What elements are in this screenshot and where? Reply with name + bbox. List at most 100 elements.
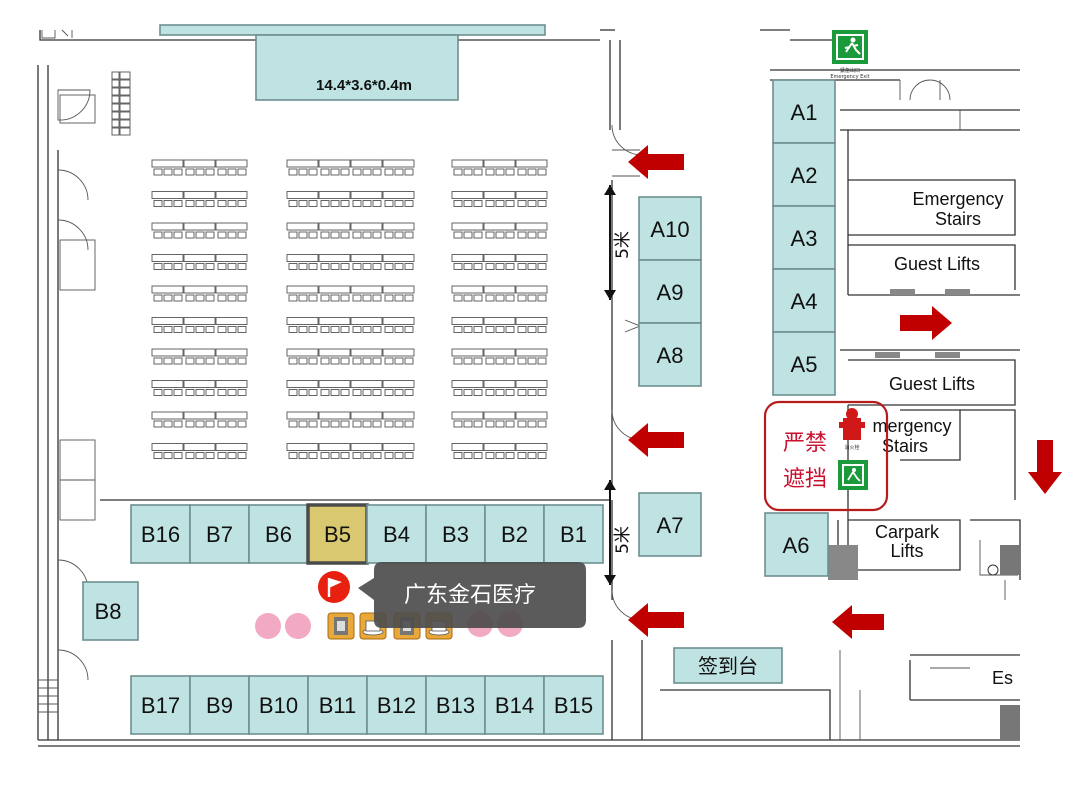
seating-table [350, 191, 383, 199]
booth-a6[interactable]: A6 [764, 512, 829, 577]
booth-b17[interactable]: B17 [130, 675, 191, 735]
booth-b2[interactable]: B2 [484, 504, 545, 564]
seat [485, 389, 495, 396]
seat [537, 200, 547, 207]
seat [288, 231, 298, 239]
seat [340, 420, 350, 428]
seating-table [451, 285, 484, 294]
seat [153, 263, 163, 270]
seating-table [483, 317, 516, 325]
seat [485, 420, 495, 428]
booth-b7[interactable]: B7 [189, 504, 250, 564]
seat [153, 357, 163, 365]
booth-b11[interactable]: B11 [307, 675, 368, 735]
seating-row [151, 443, 248, 459]
seating-row [451, 222, 548, 239]
seat [330, 168, 340, 176]
emergency-stairs-mid-line2: Stairs [882, 436, 928, 456]
seat [217, 326, 227, 333]
booth-b13[interactable]: B13 [425, 675, 486, 735]
seat [163, 357, 173, 365]
seating-table [318, 317, 351, 325]
seating-table [286, 443, 319, 451]
booth-shape [248, 504, 309, 564]
booth-shape [307, 675, 368, 735]
seating-table [318, 348, 351, 357]
booth-a5[interactable]: A5 [772, 331, 836, 396]
seat [372, 231, 382, 239]
seating-row [286, 222, 415, 239]
seating-table [286, 317, 319, 325]
seat [527, 200, 537, 207]
booth-b4[interactable]: B4 [366, 504, 427, 564]
booth-a1[interactable]: A1 [772, 79, 836, 144]
booth-a10[interactable]: A10 [638, 196, 702, 261]
booth-label-b8: B8 [95, 599, 122, 624]
seat [308, 200, 318, 207]
seat [173, 168, 183, 176]
seat [330, 231, 340, 239]
booth-a2[interactable]: A2 [772, 142, 836, 207]
booth-b15[interactable]: B15 [543, 675, 604, 735]
seat [308, 294, 318, 302]
booth-a4[interactable]: A4 [772, 268, 836, 333]
seat [495, 420, 505, 428]
seating-table [483, 348, 516, 357]
booth-a9[interactable]: A9 [638, 259, 702, 324]
seat [372, 452, 382, 459]
seat [362, 168, 372, 176]
seat [394, 168, 404, 176]
seating-table [350, 254, 383, 262]
seating-table [215, 191, 248, 199]
booth-label-a1: A1 [791, 100, 818, 125]
registration-label: 签到台 [698, 654, 758, 678]
booth-b5[interactable]: B5 [306, 503, 369, 565]
booth-shape [484, 675, 545, 735]
seat [473, 168, 483, 176]
booth-a8[interactable]: A8 [638, 322, 702, 387]
booth-b1[interactable]: B1 [543, 504, 604, 564]
seat [384, 231, 394, 239]
seating-table [215, 222, 248, 231]
seat [185, 452, 195, 459]
exhibitor-callout[interactable]: 广东金石医疗 [358, 562, 586, 628]
seating-table [515, 411, 548, 420]
seat [485, 326, 495, 333]
booth-b9[interactable]: B9 [189, 675, 250, 735]
booth-a7[interactable]: A7 [638, 492, 702, 557]
booth-b10[interactable]: B10 [248, 675, 309, 735]
booth-b16[interactable]: B16 [130, 504, 191, 564]
hydrant-label: 消火栓 [844, 444, 859, 451]
location-flag-icon[interactable] [318, 571, 350, 603]
exhibitor-name: 广东金石医疗 [404, 583, 536, 608]
booth-b12[interactable]: B12 [366, 675, 427, 735]
seat [195, 326, 205, 333]
dimension-marker-lower: 5米 [604, 480, 633, 585]
seat [227, 326, 237, 333]
seat [308, 231, 318, 239]
seat [195, 420, 205, 428]
booth-b8[interactable]: B8 [82, 581, 139, 641]
booth-label-b13: B13 [436, 693, 475, 718]
seating-table [318, 411, 351, 420]
seat [308, 326, 318, 333]
booth-b6[interactable]: B6 [248, 504, 309, 564]
booth-label-a6: A6 [783, 533, 810, 558]
seating-table [483, 380, 516, 388]
booth-b14[interactable]: B14 [484, 675, 545, 735]
seat [404, 200, 414, 207]
seating-table [515, 254, 548, 262]
booth-label-a9: A9 [657, 280, 684, 305]
booth-a3[interactable]: A3 [772, 205, 836, 270]
seat [205, 263, 215, 270]
seating-row [286, 317, 415, 333]
booth-b3[interactable]: B3 [425, 504, 486, 564]
seat [517, 420, 527, 428]
booth-label-b6: B6 [265, 522, 292, 547]
seat [527, 389, 537, 396]
seat [340, 326, 350, 333]
seating-table [318, 254, 351, 262]
seat [495, 263, 505, 270]
seat [352, 420, 362, 428]
registration-desk[interactable]: 签到台 [673, 647, 783, 684]
